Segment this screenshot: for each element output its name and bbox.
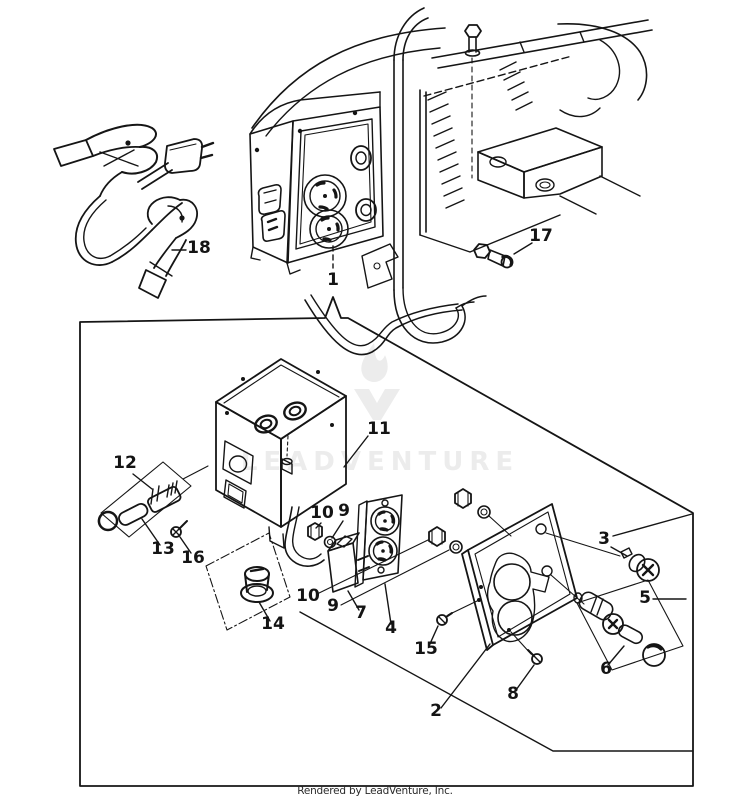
callout-part-17: 17 [529, 226, 553, 246]
detail-box-outline [79, 296, 694, 787]
callout-part-14: 14 [261, 614, 285, 634]
callout-part-4: 4 [385, 618, 397, 638]
callout-part-16: 16 [181, 548, 205, 568]
callout-part-18: 18 [187, 238, 211, 258]
grommet-14-drawing [205, 532, 291, 631]
mounting-bolt-top [464, 24, 482, 179]
nut-10-part [307, 522, 323, 541]
callout-part-15: 15 [414, 639, 438, 659]
callout-part-1: 1 [327, 270, 339, 290]
callout-part-8: 8 [507, 684, 519, 704]
pilot-lamp-5-6-drawing [573, 579, 684, 671]
control-box-housing-drawing [215, 358, 347, 549]
washer-9-part [323, 535, 337, 549]
side-outlet [260, 210, 286, 242]
callout-part-3: 3 [598, 529, 610, 549]
lamp-socket-12-13-16-drawing [97, 461, 209, 538]
callout-part-9: 9 [338, 501, 350, 521]
wire-switch-7-drawing [284, 506, 370, 593]
cooling-fins-hatching [427, 61, 533, 209]
leadventure-v-icon-notch [371, 389, 383, 400]
callout-part-12: 12 [113, 453, 137, 473]
panel-nuts-washers-drawing [428, 488, 512, 554]
generator-engine-drawing [251, 7, 653, 356]
wire-harness-loop [304, 294, 463, 356]
side-switch [257, 184, 282, 215]
panel-plate-2-drawing [436, 503, 621, 665]
screw-16-part [170, 520, 188, 538]
callout-part-2: 2 [430, 701, 442, 721]
receptacle-plate-4-drawing [354, 494, 403, 588]
panel-receptacle-bottom [309, 209, 349, 249]
leadventure-v-icon [354, 389, 400, 420]
footer-credit: Rendered by LeadVenture, Inc. [297, 785, 453, 797]
twistlock-receptacle-bottom [368, 536, 398, 566]
callout-leader-lines [132, 242, 687, 709]
callout-part-10: 10 [310, 503, 334, 523]
bracket-piece [361, 243, 399, 289]
callout-part-10: 10 [296, 586, 320, 606]
callout-part-5: 5 [639, 588, 651, 608]
callout-part-6: 6 [600, 659, 612, 679]
callout-part-11: 11 [367, 419, 391, 439]
control-panel-assembly-drawing [249, 91, 384, 275]
callout-part-9: 9 [327, 596, 339, 616]
knob-3-drawing [620, 547, 660, 582]
watermark-brand-text: LEADVENTURE [241, 447, 519, 477]
flame-icon [361, 343, 388, 383]
leadventure-watermark: LEADVENTURE [241, 343, 519, 477]
twistlock-receptacle-top [370, 506, 400, 536]
screw-8-part [510, 631, 543, 665]
callout-part-13: 13 [151, 539, 175, 559]
screw-15-part [436, 598, 481, 626]
callout-part-7: 7 [355, 603, 367, 623]
battery-cable-18-drawing [53, 123, 215, 299]
bolt-17-part [473, 243, 514, 269]
grommet-holes-on-top [254, 401, 307, 434]
frame-tube [393, 7, 487, 344]
engine-mount-block [477, 127, 641, 215]
sheet-lines [299, 513, 693, 752]
